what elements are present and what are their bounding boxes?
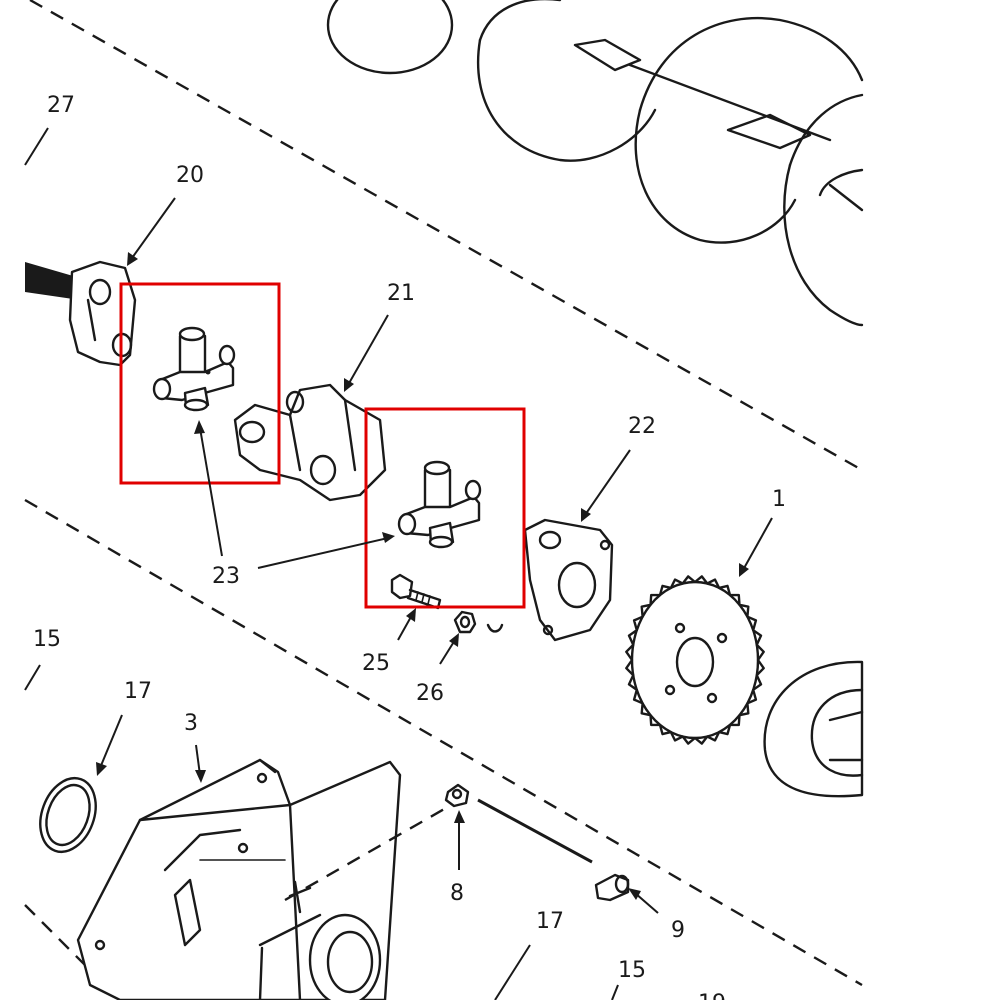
callout-27: 27 [47, 93, 75, 118]
sprocket-icon [625, 575, 765, 745]
callout-23: 23 [212, 564, 240, 589]
double-yoke-icon [233, 383, 387, 502]
shaft-yoke-icon [25, 260, 137, 367]
grease-fitting-icon [444, 783, 470, 808]
lower-guide-line [24, 498, 863, 987]
housing-icon [76, 758, 402, 1000]
blank-margin [862, 0, 1000, 1000]
grease-line [477, 798, 593, 864]
callout-9: 9 [671, 918, 685, 943]
u-joint-cross-icon [152, 326, 236, 412]
callout-19-partial: 19 [698, 991, 726, 1000]
highlight-box-u-joint-2 [364, 407, 526, 609]
snap-ring-icon [39, 777, 97, 853]
callout-17-left: 17 [124, 679, 152, 704]
upper-guide-line [29, 0, 863, 472]
housing-axis-mark [288, 880, 312, 914]
callout-26: 26 [416, 681, 444, 706]
callout-1: 1 [772, 487, 786, 512]
callout-22: 22 [628, 414, 656, 439]
nut-icon [453, 610, 477, 634]
leader-lines [24, 127, 773, 1000]
callout-15-left: 15 [33, 627, 61, 652]
highlight-box-u-joint-1 [119, 282, 281, 485]
callout-15-bottom: 15 [618, 958, 646, 983]
housing-guide-line [284, 798, 461, 902]
callout-20: 20 [176, 163, 204, 188]
flange-icon [486, 518, 614, 642]
callout-25: 25 [362, 651, 390, 676]
callout-17-bottom: 17 [536, 909, 564, 934]
bolt-icon [390, 573, 442, 610]
auger-icon [326, 0, 864, 327]
callout-21: 21 [387, 281, 415, 306]
callout-8: 8 [450, 881, 464, 906]
sprocket-teeth [625, 575, 765, 745]
hub-icon [763, 660, 864, 798]
callout-3: 3 [184, 711, 198, 736]
u-joint-cross-icon [397, 460, 482, 549]
plug-icon [594, 873, 630, 902]
